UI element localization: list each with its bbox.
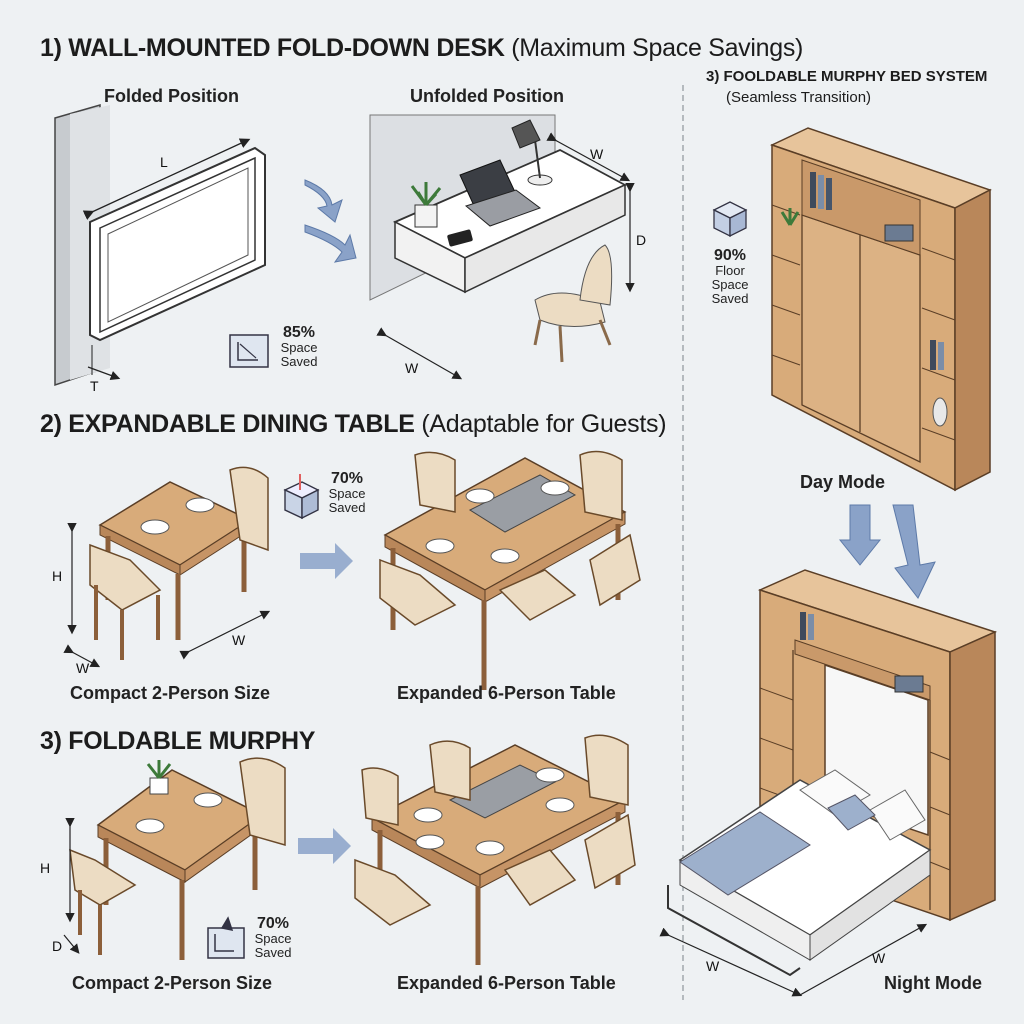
table-width-dim: W bbox=[232, 632, 246, 648]
section3-number: 3) bbox=[40, 727, 62, 755]
expanded-table-illustration bbox=[379, 450, 641, 690]
table-saving-line1: Space bbox=[328, 486, 366, 501]
desk-length-dim: L bbox=[160, 154, 168, 170]
space-saved-icon-70 bbox=[283, 474, 320, 520]
section2-number: 2) bbox=[40, 410, 62, 438]
expanded-table-illustration-2 bbox=[354, 734, 636, 965]
night-mode-label: Night Mode bbox=[884, 973, 982, 993]
table-height-dim: H bbox=[52, 568, 63, 584]
space-saved-icon-70-b bbox=[207, 916, 245, 959]
section2-subtitle: (Adaptable for Guests) bbox=[421, 410, 667, 438]
desk-space-saved-stat: 85% Space Saved bbox=[272, 324, 326, 369]
section2-heading: 2) EXPANDABLE DINING TABLE (Adaptable fo… bbox=[40, 410, 667, 439]
expand-arrow-2 bbox=[298, 828, 351, 864]
bed-saving-line1: Floor bbox=[715, 263, 745, 278]
murphy-table-depth-dim: D bbox=[52, 938, 63, 954]
murphy-table-height-dim: H bbox=[40, 860, 51, 876]
section3-heading: 3) FOLDABLE MURPHY bbox=[40, 727, 315, 756]
expanded-table-label-2: Expanded 6-Person Table bbox=[397, 973, 616, 993]
murphy-day-illustration bbox=[770, 127, 992, 492]
murphy-bed-title: 3) FOOLDABLE MURPHY BED SYSTEM bbox=[706, 68, 988, 85]
murphy-table-space-saved-stat: 70% Space Saved bbox=[246, 915, 300, 960]
bed-width-dim-right: W bbox=[872, 950, 886, 966]
fold-arrows bbox=[304, 179, 357, 263]
section3-title: FOLDABLE MURPHY bbox=[68, 727, 316, 755]
murphy-table-saving-percent: 70% bbox=[256, 915, 290, 932]
unfolded-desk-illustration bbox=[369, 114, 635, 380]
murphy-table-saving-line2: Saved bbox=[254, 945, 292, 960]
expand-arrow-1 bbox=[300, 543, 353, 579]
compact-table-illustration-2 bbox=[63, 757, 286, 960]
section2-title: EXPANDABLE DINING TABLE bbox=[68, 410, 415, 438]
section1-subtitle: (Maximum Space Savings) bbox=[511, 34, 804, 62]
murphy-night-illustration bbox=[659, 569, 998, 997]
bed-saving-line3: Saved bbox=[711, 291, 749, 306]
murphy-bed-subtitle: (Seamless Transition) bbox=[726, 89, 872, 106]
bed-saving-percent: 90% bbox=[713, 247, 747, 264]
expanded-table-label: Expanded 6-Person Table bbox=[397, 683, 616, 703]
space-saved-icon-85 bbox=[229, 334, 269, 368]
desk-saving-percent: 85% bbox=[282, 324, 316, 341]
transition-arrow-1 bbox=[838, 504, 882, 566]
murphy-table-saving-line1: Space bbox=[254, 931, 292, 946]
desk-width-top-dim: W bbox=[590, 146, 604, 162]
table-saving-line2: Saved bbox=[328, 500, 366, 515]
desk-width-dim: W bbox=[405, 360, 419, 376]
floor-space-saved-stat: 90% Floor Space Saved bbox=[700, 247, 760, 306]
compact-size-label-2: Compact 2-Person Size bbox=[72, 973, 273, 993]
desk-saving-line2: Saved bbox=[280, 354, 318, 369]
day-mode-label: Day Mode bbox=[800, 472, 886, 492]
desk-thickness-dim: T bbox=[90, 378, 99, 394]
section1-title: WALL-MOUNTED FOLD-DOWN DESK bbox=[68, 34, 505, 62]
table-saving-percent: 70% bbox=[330, 470, 364, 487]
transition-arrow-2 bbox=[892, 504, 936, 599]
desk-depth-dim: D bbox=[636, 232, 647, 248]
floor-space-icon-90 bbox=[712, 201, 748, 238]
compact-size-label: Compact 2-Person Size bbox=[70, 683, 271, 703]
bed-width-dim-left: W bbox=[706, 958, 720, 974]
folded-desk-illustration bbox=[54, 104, 266, 387]
bed-saving-line2: Space bbox=[711, 277, 749, 292]
desk-saving-line1: Space bbox=[280, 340, 318, 355]
section1-number: 1) bbox=[40, 34, 62, 62]
section1-heading: 1) WALL-MOUNTED FOLD-DOWN DESK (Maximum … bbox=[40, 34, 803, 63]
compact-table-illustration bbox=[63, 466, 271, 668]
table-depth-dim: W bbox=[76, 660, 90, 676]
folded-position-label: Folded Position bbox=[104, 86, 239, 106]
unfolded-position-label: Unfolded Position bbox=[410, 86, 564, 106]
table-space-saved-stat: 70% Space Saved bbox=[320, 470, 374, 515]
